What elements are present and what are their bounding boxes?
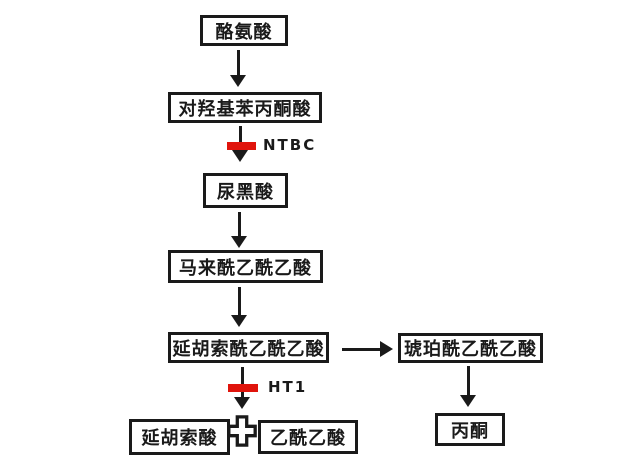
ntbc-inhibitor-label: NTBC [263,136,317,154]
arrow-shaft [466,366,470,396]
arrowhead-down-icon [234,397,250,409]
node-homogentisate: 尿黑酸 [203,173,288,208]
arrowhead-right-icon [380,341,393,357]
arrowhead-down-icon [460,395,476,407]
node-fumarylacetoacetate: 延胡索酰乙酰乙酸 [168,332,329,363]
arrow-succinylacetoacetate-to-acetone [460,366,476,407]
ht1-inhibition-bar-icon [228,384,258,392]
arrowhead-down-icon [231,315,247,327]
arrow-maleylacetoacetate-to-fumarylacetoacetate [231,287,247,327]
arrow-hydroxyphenylpyruvate-to-homogentisate [232,126,248,162]
arrow-fumarylacetoacetate-to-products [234,367,250,409]
node-acetoacetate: 乙酰乙酸 [258,420,358,454]
node-maleylacetoacetate: 马来酰乙酰乙酸 [168,250,323,283]
arrowhead-down-icon [232,150,248,162]
arrow-shaft [342,347,381,351]
arrow-shaft [237,212,241,237]
node-tyrosine: 酪氨酸 [200,15,288,46]
arrow-shaft [240,367,244,398]
plus-icon [226,414,258,452]
node-fumarate: 延胡索酸 [129,419,230,455]
arrow-shaft [238,126,242,151]
ntbc-inhibition-bar-icon [227,142,256,150]
node-hydroxyphenylpyruvate: 对羟基苯丙酮酸 [168,92,322,123]
arrow-shaft [236,50,240,76]
node-succinylacetoacetate: 琥珀酰乙酰乙酸 [398,333,543,363]
node-acetone: 丙酮 [435,413,505,446]
arrowhead-down-icon [231,236,247,248]
arrow-shaft [237,287,241,316]
arrow-fumarylacetoacetate-to-succinylacetoacetate [342,341,393,357]
arrowhead-down-icon [230,75,246,87]
ht1-inhibitor-label: HT1 [268,378,308,396]
arrow-homogentisate-to-maleylacetoacetate [231,212,247,248]
arrow-tyrosine-to-hydroxyphenylpyruvate [230,50,246,87]
